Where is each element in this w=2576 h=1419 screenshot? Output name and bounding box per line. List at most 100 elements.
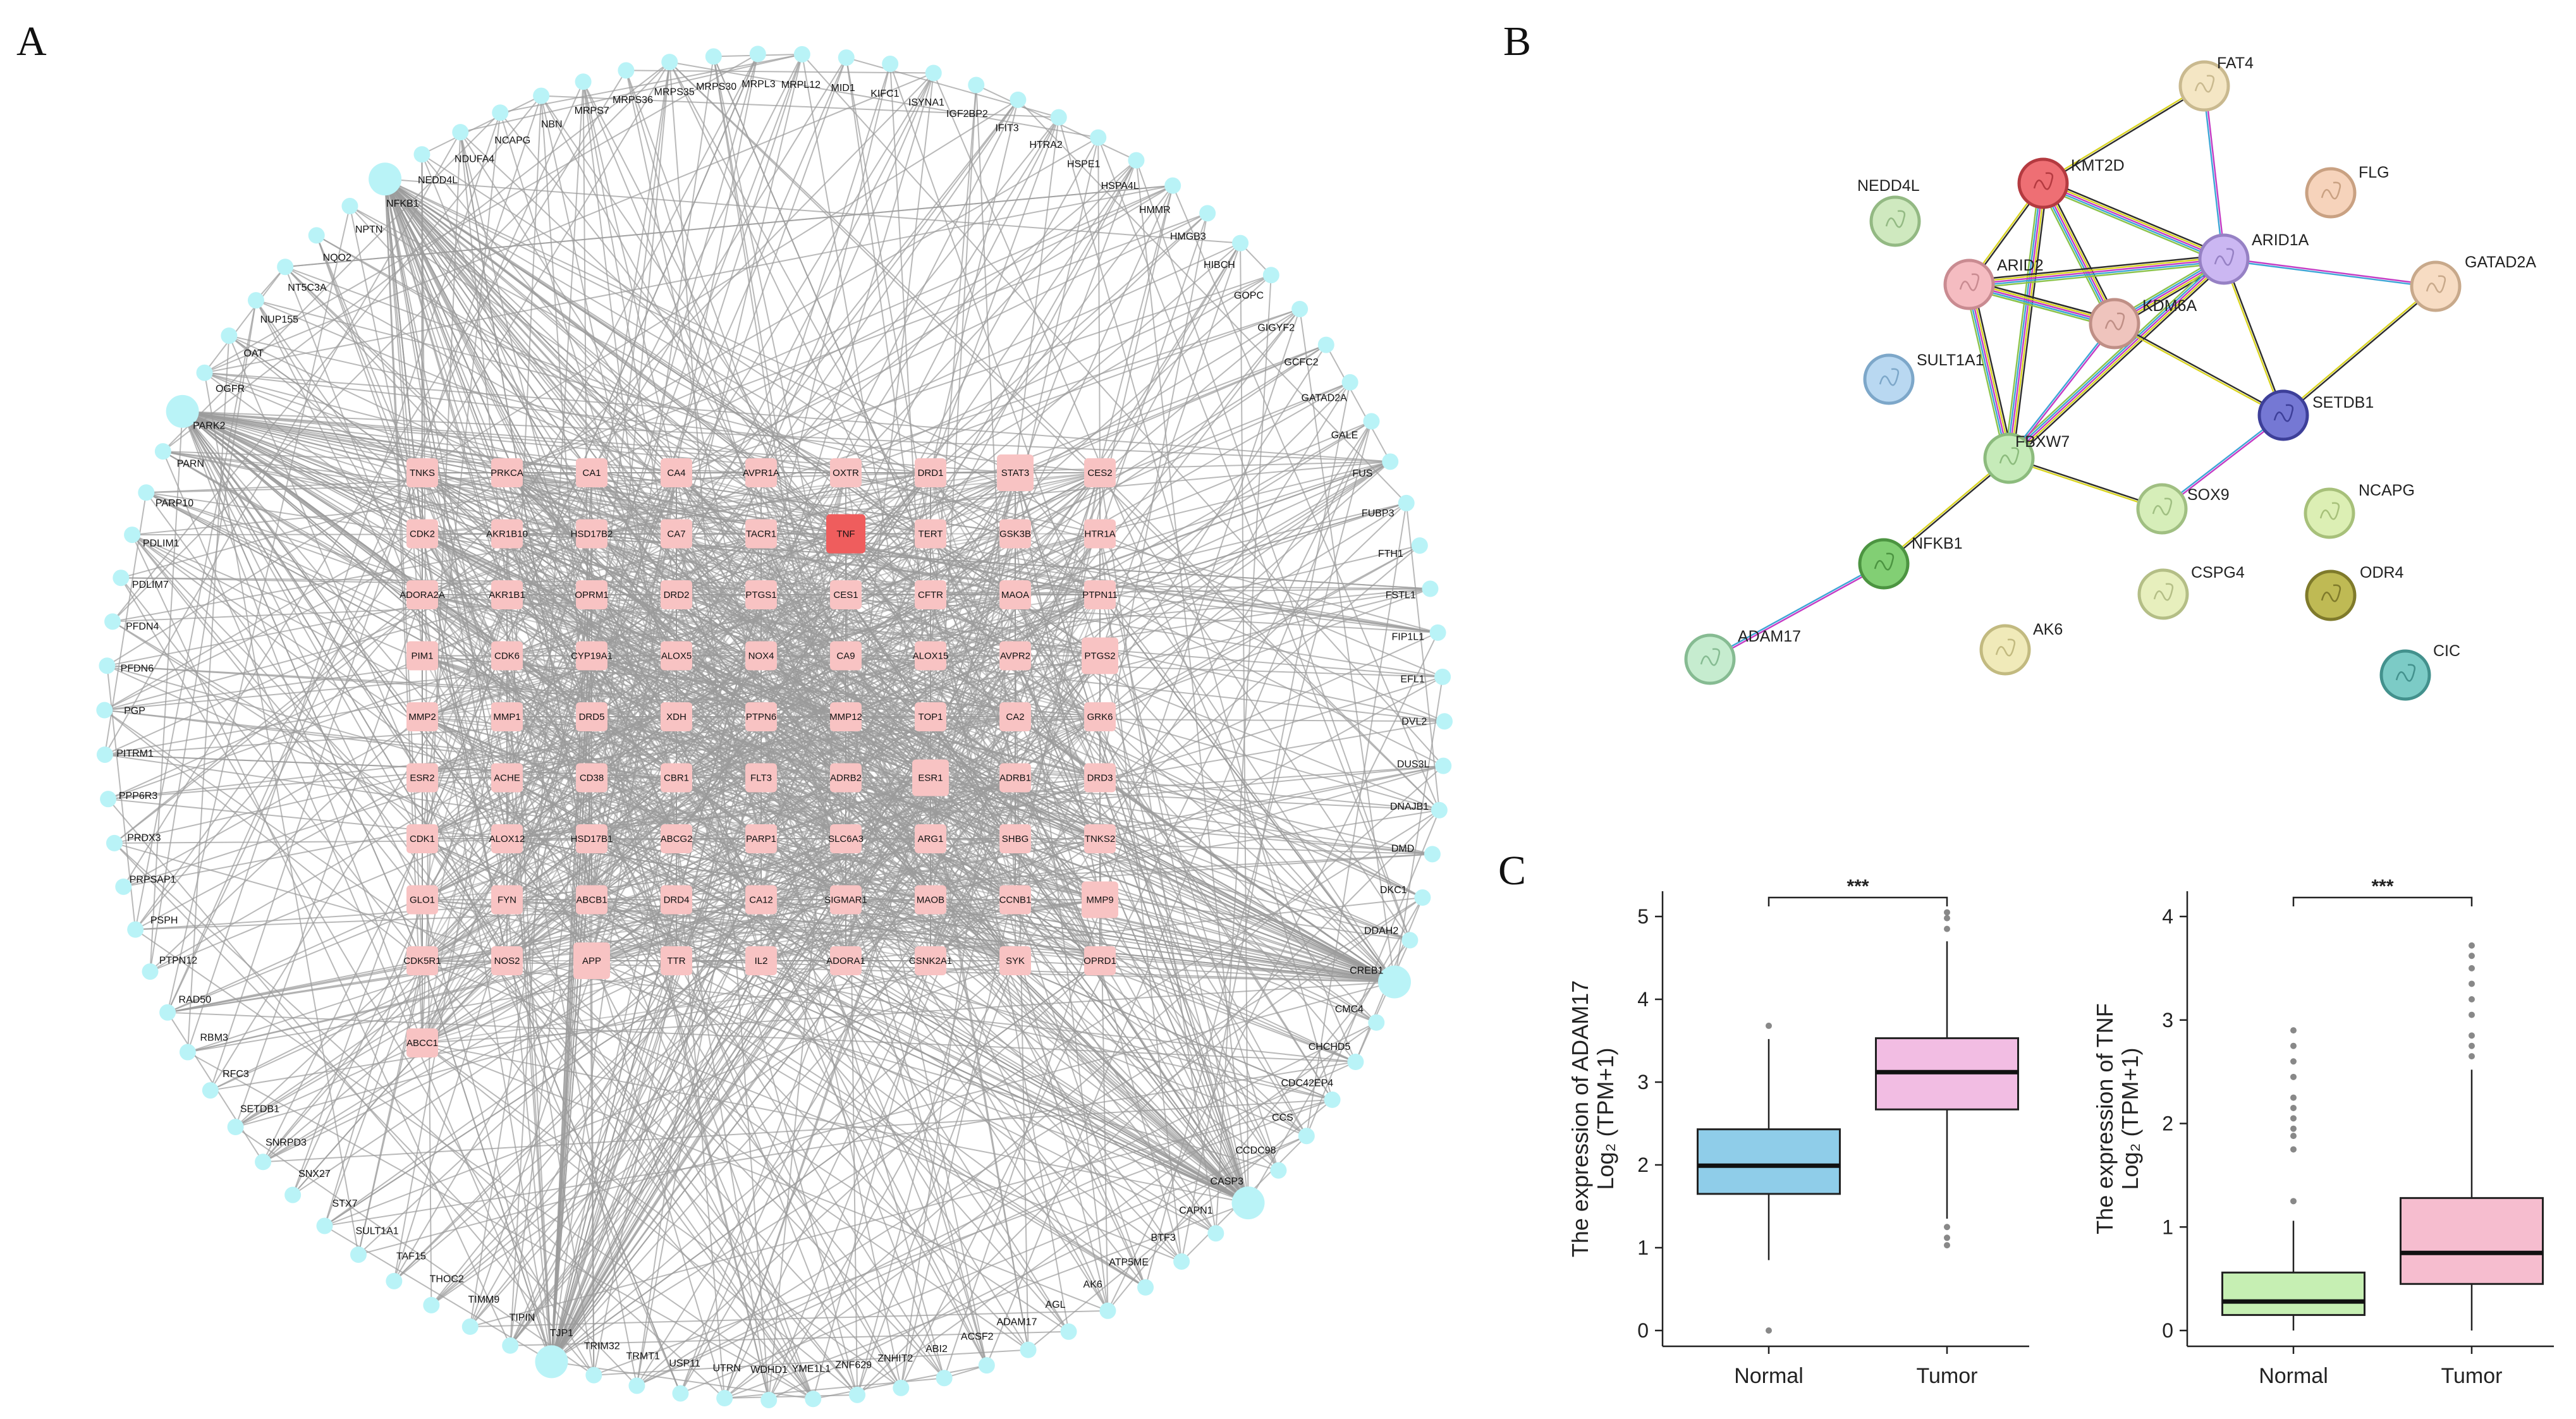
outlier-point [2469, 965, 2475, 971]
edge [1405, 502, 1440, 810]
node-label: AKR1B1 [489, 590, 525, 600]
outlier-point [2469, 942, 2475, 949]
node-box [491, 946, 523, 975]
node-label: AKR1B10 [486, 529, 528, 540]
inner-node: HSD17B2 [571, 519, 613, 549]
edge [506, 472, 762, 595]
string-edge [2042, 182, 2225, 260]
node-label: AGL [1046, 1300, 1066, 1310]
edge [506, 838, 595, 1375]
node-circle [1347, 1054, 1364, 1071]
edge [591, 960, 1146, 1288]
edge [845, 631, 1438, 901]
outer-node: OAT [221, 327, 264, 359]
protein-structure-icon [2426, 275, 2446, 293]
edge [930, 117, 1059, 473]
edge [591, 777, 1016, 961]
inner-node: CSNK2A1 [909, 946, 952, 975]
edge [168, 1011, 1356, 1063]
node-circle [502, 1337, 519, 1354]
outer-node: THOC2 [423, 1274, 464, 1313]
node-box [999, 763, 1031, 793]
edge [104, 131, 461, 755]
protein-structure-icon [2321, 584, 2341, 602]
edge [263, 1099, 1333, 1163]
node-circle [1411, 537, 1428, 554]
outer-node: SNX27 [284, 1169, 331, 1203]
outer-node: GIGYF2 [1257, 300, 1309, 334]
edge [680, 1135, 1307, 1394]
inner-node: PTGS1 [745, 580, 777, 609]
edge [593, 1099, 1333, 1376]
node-label: CDK2 [410, 529, 435, 540]
protein-structure-icon [1700, 648, 1721, 666]
node-circle [1436, 713, 1453, 730]
inner-node: OXTR [830, 458, 862, 487]
edge [724, 1202, 1248, 1399]
outer-node: DUS3L [1397, 757, 1452, 774]
significance-label: *** [1847, 876, 1869, 897]
edge [760, 838, 1016, 901]
node-label: PIM1 [411, 651, 433, 662]
node-label: NOX4 [748, 651, 774, 662]
edge [114, 716, 677, 844]
node-box [491, 885, 523, 915]
inner-node: TACR1 [745, 519, 777, 549]
node-label: NCAPG [2359, 482, 2415, 499]
node-label: SNRPD3 [266, 1137, 307, 1148]
node-circle [805, 1391, 822, 1408]
inner-node: CDK2 [406, 519, 438, 549]
outlier-point [1944, 909, 1950, 916]
outer-node: PFDN4 [104, 613, 159, 632]
node-label: HSPA4L [1101, 181, 1139, 192]
node-box [745, 702, 777, 731]
node-label: ABCG2 [661, 834, 693, 844]
node-label: DDAH2 [1364, 925, 1398, 936]
string-edge [2009, 456, 2163, 509]
inner-node: MAOA [999, 580, 1031, 609]
edge [845, 308, 1300, 473]
node-box [830, 763, 862, 793]
edge [1099, 461, 1391, 717]
inner-node: ALOX12 [489, 824, 525, 853]
outer-node: KIFC1 [870, 56, 900, 99]
edge [930, 777, 1016, 901]
node-circle [661, 54, 678, 71]
inner-node: AKR1B1 [489, 580, 525, 609]
string-edge [2043, 86, 2206, 185]
node-label: PARP1 [746, 834, 776, 844]
edge [930, 960, 1249, 1203]
edge [845, 472, 1438, 633]
edge [760, 716, 902, 1389]
node-label: TRIM32 [584, 1341, 620, 1351]
node-circle [838, 49, 855, 66]
outer-node: DDAH2 [1364, 925, 1419, 949]
node-label: NCAPG [494, 135, 530, 146]
inner-node: MMP12 [829, 702, 862, 731]
node-box [406, 1028, 438, 1057]
node-box [576, 763, 607, 793]
outer-node: PDLIM7 [113, 569, 169, 590]
node-label: GRK6 [1087, 712, 1113, 722]
inner-node: AKR1B10 [486, 519, 528, 549]
node-circle [705, 48, 722, 65]
inner-node: CCNB1 [999, 885, 1031, 915]
node-label: NFKB1 [386, 198, 419, 209]
edge [112, 95, 542, 622]
edge [1099, 472, 1217, 1234]
node-circle [535, 1345, 568, 1379]
node-label: CA4 [667, 468, 685, 478]
node-label: MRPS30 [696, 82, 736, 92]
node-circle [1232, 234, 1249, 252]
outer-node: PITRM1 [96, 746, 154, 763]
outer-node: NQO2 [308, 227, 351, 263]
significance-bracket [1767, 896, 1948, 906]
node-box [999, 580, 1031, 609]
outer-node: CAPN1 [1179, 1205, 1224, 1242]
outer-node: TJP1 [535, 1328, 573, 1379]
edge [510, 777, 762, 1346]
node-label: MRPL3 [742, 79, 775, 90]
inner-node: IL2 [745, 946, 777, 975]
node-label: CA1 [582, 468, 601, 478]
